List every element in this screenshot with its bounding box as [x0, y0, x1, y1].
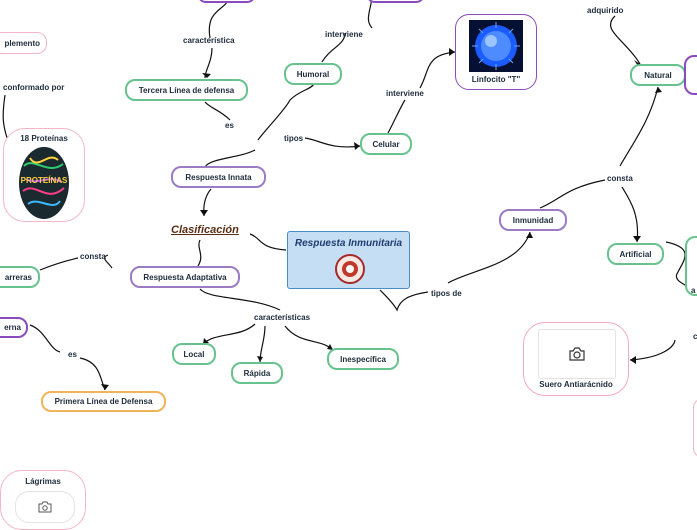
label-interviene-top: interviene — [325, 30, 363, 39]
tears-label: Lágrimas — [25, 477, 61, 486]
barriers-node[interactable]: arreras — [0, 266, 40, 288]
top-partial-node-1[interactable] — [198, 0, 255, 3]
label-caracteristica: característica — [183, 36, 235, 45]
antivenom-label: Suero Antiarácnido — [539, 380, 613, 389]
label-a-cut: a — [691, 286, 696, 295]
natural-node[interactable]: Natural — [630, 64, 686, 86]
immunity-node[interactable]: Inmunidad — [499, 209, 567, 231]
first-line-node[interactable]: Primera Línea de Defensa — [41, 391, 166, 412]
innate-response-node[interactable]: Respuesta Innata — [171, 166, 266, 188]
proteins-image-text: PROTEÍNAS — [21, 176, 68, 185]
label-caracteristicas: características — [254, 313, 311, 322]
proteins-image: PROTEÍNAS — [19, 147, 69, 219]
right-partial-node-1[interactable] — [684, 55, 697, 95]
fast-node[interactable]: Rápida — [231, 362, 283, 384]
spider-bite-image — [335, 254, 365, 284]
proteins-label: 18 Proteínas — [20, 134, 68, 143]
classification-label: Clasificación — [171, 224, 239, 236]
label-es-innate: es — [225, 121, 234, 130]
image-placeholder-tears — [15, 491, 75, 523]
camera-icon — [38, 501, 52, 513]
label-adquirido: adquirido — [587, 6, 624, 15]
right-partial-node-3[interactable] — [693, 398, 697, 458]
proteins-card[interactable]: 18 Proteínas PROTEÍNAS — [3, 128, 85, 222]
label-interviene-mid: interviene — [386, 89, 424, 98]
lymphocyte-card[interactable]: Linfocito "T" — [455, 14, 537, 90]
complement-node[interactable]: plemento — [0, 32, 47, 54]
central-node[interactable]: Respuesta Inmunitaria — [287, 231, 410, 289]
label-c-cut: c — [693, 332, 697, 341]
tears-card[interactable]: Lágrimas — [0, 470, 86, 530]
label-conformado: conformado por — [3, 83, 65, 92]
label-es-first: es — [68, 350, 77, 359]
lymphocyte-image — [469, 20, 523, 72]
label-tipos-de: tipos de — [431, 289, 462, 298]
antivenom-card[interactable]: Suero Antiarácnido — [523, 322, 629, 396]
humoral-node[interactable]: Humoral — [284, 63, 342, 85]
adaptive-response-node[interactable]: Respuesta Adaptativa — [130, 266, 240, 288]
label-consta-right: consta — [607, 174, 633, 183]
artificial-node[interactable]: Artificial — [607, 243, 664, 265]
central-title: Respuesta Inmunitaria — [294, 238, 403, 249]
right-partial-node-2[interactable] — [685, 236, 697, 296]
nonspecific-node[interactable]: Inespecífica — [327, 348, 399, 370]
external-node[interactable]: erna — [0, 317, 28, 338]
label-consta-left: consta — [80, 252, 106, 261]
local-node[interactable]: Local — [172, 343, 216, 365]
cellular-node[interactable]: Celular — [360, 133, 412, 155]
lymphocyte-label: Linfocito "T" — [471, 75, 521, 84]
image-placeholder — [538, 329, 616, 379]
third-line-node[interactable]: Tercera Línea de defensa — [125, 79, 248, 101]
camera-icon — [569, 347, 585, 361]
label-tipos: tipos — [284, 134, 304, 143]
top-partial-node-2[interactable] — [367, 0, 424, 3]
